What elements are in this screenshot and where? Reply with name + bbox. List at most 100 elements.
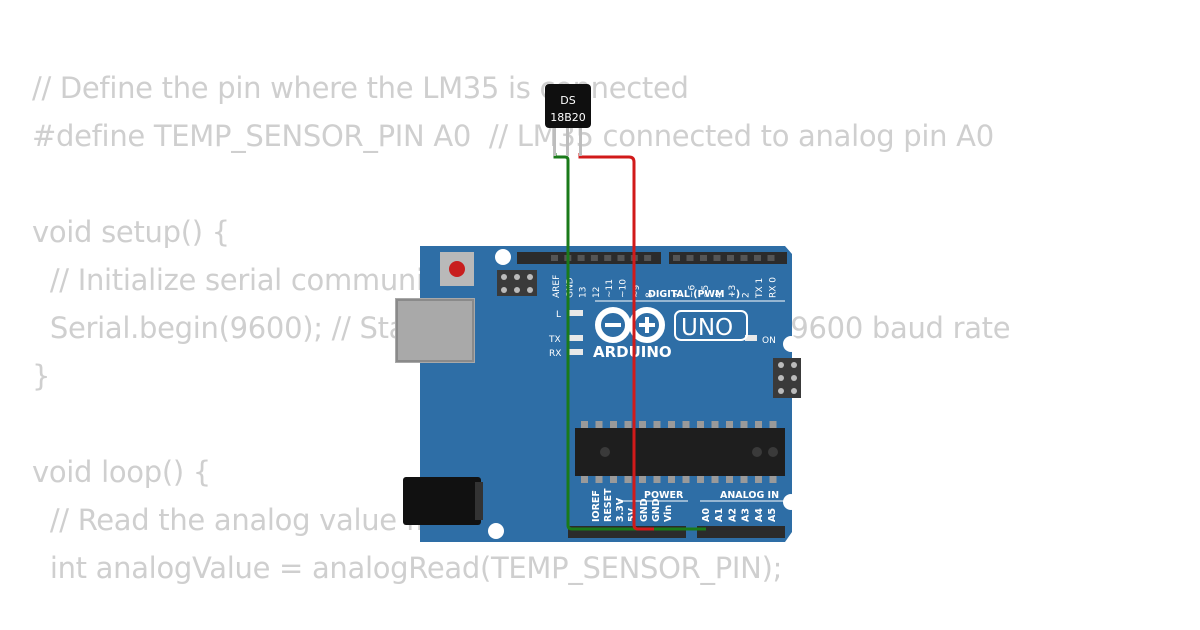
pin-label-top: 8: [645, 292, 655, 298]
code-line: void loop() {: [32, 455, 211, 489]
pin-label-power: Vin: [663, 505, 674, 522]
model-label: UNO: [681, 315, 733, 341]
pin-label-power: GND: [651, 498, 662, 522]
ds18b20-sensor[interactable]: DS 18B20: [545, 84, 591, 156]
header-socket: [686, 255, 694, 261]
pin-label-top: AREF: [552, 275, 562, 298]
pin-label-top: ~3: [728, 285, 738, 298]
chip-pin: [697, 421, 704, 428]
header-socket: [644, 255, 652, 261]
analog-header: [697, 526, 785, 538]
wire-ground[interactable]: [553, 153, 706, 531]
analog-label: ANALOG IN: [720, 490, 779, 501]
led-tx: [569, 335, 583, 341]
pin-label-analog: A4: [754, 508, 765, 522]
header-socket: [740, 255, 748, 261]
chip-pin: [668, 476, 675, 483]
pin-label-analog: A0: [701, 508, 712, 522]
pin-label-power: RESET: [603, 488, 614, 522]
pin-label-top: ~10: [619, 279, 629, 298]
pin-label-top: TX 1: [755, 278, 765, 299]
code-line: int analogValue = analogRead(TEMP_SENSOR…: [32, 551, 783, 585]
icsp-header-top: [497, 270, 537, 296]
pin-label-top: ~6: [688, 284, 698, 298]
chip-pin: [682, 476, 690, 483]
led-l: [569, 310, 583, 316]
pin-label-analog: A2: [727, 508, 738, 522]
wire-power[interactable]: [578, 153, 654, 531]
power-label: POWER: [644, 490, 684, 501]
usb-connector: [395, 298, 475, 363]
chip-pin: [726, 421, 733, 428]
header-socket: [617, 255, 625, 261]
chip-pin: [653, 421, 661, 428]
chip-pin: [769, 421, 777, 428]
pin-label-top: ~9: [632, 284, 642, 298]
pin-label-top: GND: [565, 277, 575, 298]
led-rx-label: RX: [549, 349, 561, 359]
chip-pin: [711, 421, 719, 428]
on-label: ON: [762, 336, 776, 346]
chip-pin: [711, 476, 719, 483]
sensor-label-line2: 18B20: [550, 111, 586, 124]
pin-label-top: 2: [742, 292, 752, 298]
pin-label-power: IOREF: [591, 490, 602, 522]
chip-pin: [682, 421, 690, 428]
code-line: void setup() {: [32, 215, 230, 249]
sensor-label-line1: DS: [560, 94, 575, 107]
chip-pin: [755, 476, 762, 483]
pin-label-analog: A3: [741, 508, 752, 522]
mounting-hole: [783, 494, 799, 510]
chip-pin: [726, 476, 733, 483]
digital-label: DIGITAL (PWM ~): [648, 289, 740, 300]
chip-pin: [769, 476, 777, 483]
header-socket: [713, 255, 721, 261]
pin-label-top: ~5: [701, 285, 711, 298]
chip-pin: [595, 476, 603, 483]
header-socket: [551, 255, 558, 261]
header-socket: [577, 255, 585, 261]
logo-text: ARDUINO: [593, 343, 672, 361]
header-socket: [767, 255, 775, 261]
code-line: }: [32, 359, 51, 393]
led-rx: [569, 349, 583, 355]
header-socket: [590, 255, 598, 261]
header-socket: [673, 255, 680, 261]
chip-pin: [595, 421, 603, 428]
chip-pin: [755, 421, 762, 428]
chip-pin: [624, 476, 632, 483]
chip-pin: [740, 476, 748, 483]
header-socket: [727, 255, 734, 261]
chip-pin: [581, 421, 588, 428]
pin-label-power: GND: [639, 498, 650, 522]
chip-pin: [653, 476, 661, 483]
sensor-body: [545, 84, 591, 128]
led-on: [745, 335, 757, 341]
pin-label-analog: A5: [767, 508, 778, 522]
mounting-hole: [495, 249, 511, 265]
icsp-header-right: [773, 358, 801, 398]
pin-label-top: 13: [579, 287, 589, 298]
mounting-hole: [488, 523, 504, 539]
pin-label-top: RX 0: [769, 277, 779, 298]
chip-pin: [697, 476, 704, 483]
reset-button-cap[interactable]: [449, 261, 465, 277]
power-jack: [403, 477, 481, 525]
header-socket: [604, 255, 612, 261]
chip-pin: [639, 421, 646, 428]
chip-pin: [740, 421, 748, 428]
mounting-hole: [783, 336, 799, 352]
header-socket: [754, 255, 761, 261]
led-l-label: L: [556, 310, 561, 320]
pin-label-top: ~11: [605, 279, 615, 298]
arduino-logo-icon: [595, 307, 665, 343]
microcontroller-chip: [575, 421, 785, 483]
pin-label-analog: A1: [714, 508, 725, 522]
pin-label-top: 7: [674, 292, 684, 298]
chip-pin: [610, 421, 617, 428]
led-tx-label: TX: [548, 335, 561, 345]
model-badge: [674, 310, 748, 341]
